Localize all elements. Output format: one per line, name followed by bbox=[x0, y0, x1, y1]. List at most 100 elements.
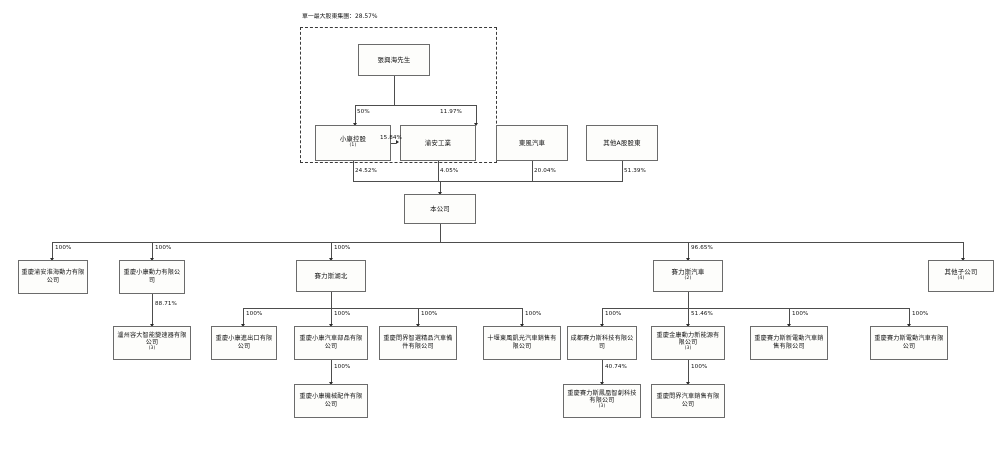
node-seres-hubei: 賽力斯湖北 bbox=[296, 260, 366, 292]
arrow-bus-to-company bbox=[437, 192, 442, 195]
pct-auto-to-cd-tech: 100% bbox=[605, 311, 622, 317]
node-other-subsidiaries-label: 其他子公司(4) bbox=[944, 268, 978, 281]
pct-auto-to-jinkang: 51.46% bbox=[691, 311, 713, 317]
connector-auto-to-jinkang bbox=[688, 308, 689, 324]
node-yuan-industry-label: 渝安工業 bbox=[424, 139, 452, 147]
node-cq-xiaokang-power: 重慶小康動力有限公司 bbox=[119, 260, 185, 294]
node-company-label: 本公司 bbox=[430, 205, 450, 213]
pct-founder-to-yuan: 11.97% bbox=[440, 109, 462, 115]
connector-hubei-to-shiyan bbox=[522, 308, 523, 324]
node-xiaokang-holding-label: 小康控股(1) bbox=[339, 135, 367, 148]
node-seres-auto-label: 賽力斯汽車(2) bbox=[671, 268, 705, 281]
arrow-company-to-yuanhuai bbox=[49, 258, 54, 261]
pct-auto-to-new-ev-sales: 100% bbox=[792, 311, 809, 317]
node-xiaokang-holding: 小康控股(1) bbox=[315, 125, 391, 161]
node-luzhou-rongda: 瀘州容大智能變速器有限公司(3) bbox=[113, 326, 191, 360]
arrow-hubei-to-shiyan bbox=[519, 324, 524, 327]
connector-founder-split bbox=[355, 105, 476, 106]
arrow-xiaokang-power-to-luzhou bbox=[149, 324, 154, 327]
pct-company-to-yuanhuai: 100% bbox=[55, 245, 72, 251]
pct-jinkang-to-wenjie-sales: 100% bbox=[691, 364, 708, 370]
pct-hubei-to-import-export: 100% bbox=[246, 311, 263, 317]
pct-other-a-to-company: 51.39% bbox=[624, 168, 646, 174]
node-other-a-shareholders: 其他A股股東 bbox=[586, 125, 658, 161]
node-dongfeng-label: 東風汽車 bbox=[518, 139, 546, 147]
pct-hubei-to-shiyan: 100% bbox=[525, 311, 542, 317]
node-cq-yuanhuai-power-label: 重慶渝安淮海動力有限公司 bbox=[21, 269, 85, 284]
shareholder-group-boundary bbox=[300, 27, 497, 163]
connector-jinkang-to-wenjie-sales bbox=[688, 360, 689, 382]
node-cq-seres-fenghuang: 重慶賽力斯鳳凰智創科技有限公司(3) bbox=[563, 384, 641, 418]
arrow-cd-tech-to-fenghuang bbox=[599, 382, 604, 385]
arrow-hubei-to-wenjie-zhixuan bbox=[415, 324, 420, 327]
node-cq-wenjie-auto-sales-label: 重慶問界汽車銷售有限公司 bbox=[656, 393, 720, 408]
node-cq-seres-fenghuang-label: 重慶賽力斯鳳凰智創科技有限公司(3) bbox=[567, 389, 637, 409]
connector-cd-tech-to-fenghuang bbox=[602, 360, 603, 382]
node-cq-xiaokang-auto-parts: 重慶小康汽車部品有限公司 bbox=[294, 326, 368, 360]
node-cq-xiaokang-machinery-label: 重慶小康機械配件有限公司 bbox=[299, 393, 363, 408]
connector-hubei-to-import-export bbox=[243, 308, 244, 324]
connector-company-to-xiaokang-power bbox=[152, 242, 153, 258]
pct-auto-to-cq-seres-ev: 100% bbox=[912, 311, 929, 317]
node-cq-jinkang-power-new-energy-label: 重慶金康動力新能源有限公司(3) bbox=[656, 331, 720, 351]
node-founder: 張興海先生 bbox=[358, 44, 430, 76]
node-cq-jinkang-power-new-energy: 重慶金康動力新能源有限公司(3) bbox=[651, 326, 725, 360]
pct-dongfeng-to-company: 20.04% bbox=[534, 168, 556, 174]
node-cq-xiaokang-machinery: 重慶小康機械配件有限公司 bbox=[294, 384, 368, 418]
node-cq-wenjie-zhixuan: 重慶問界智選精品汽車備件有限公司 bbox=[379, 326, 457, 360]
connector-founder-stem bbox=[394, 76, 395, 105]
connector-xiaokang-power-to-luzhou bbox=[152, 294, 153, 324]
connector-seres-hubei-bar bbox=[243, 308, 522, 309]
node-yuan-industry: 渝安工業 bbox=[400, 125, 476, 161]
connector-founder-to-xiaokang bbox=[355, 105, 356, 123]
node-cq-xiaokang-import-export-label: 重慶小康進出口有限公司 bbox=[215, 335, 273, 350]
node-company: 本公司 bbox=[404, 194, 476, 224]
node-other-a-shareholders-label: 其他A股股東 bbox=[603, 139, 641, 147]
arrow-company-to-xiaokang-power bbox=[149, 258, 154, 261]
arrow-company-to-seres-auto bbox=[685, 258, 690, 261]
connector-auto-to-cq-seres-ev bbox=[909, 308, 910, 324]
connector-xiaokang-to-company bbox=[353, 161, 354, 181]
connector-auto-to-cd-tech bbox=[602, 308, 603, 324]
pct-company-to-seres-auto: 96.65% bbox=[691, 245, 713, 251]
node-cq-seres-ev: 重慶賽力斯電動汽車有限公司 bbox=[870, 326, 948, 360]
connector-seres-hubei-stem bbox=[331, 292, 332, 308]
connector-bus-to-company bbox=[440, 181, 441, 193]
node-founder-label: 張興海先生 bbox=[377, 56, 411, 64]
connector-company-stem bbox=[440, 224, 441, 242]
connector-hubei-to-wenjie-zhixuan bbox=[418, 308, 419, 324]
pct-hubei-to-wenjie-zhixuan: 100% bbox=[421, 311, 438, 317]
connector-company-to-seres-auto bbox=[688, 242, 689, 258]
node-seres-auto: 賽力斯汽車(2) bbox=[653, 260, 723, 292]
pct-founder-to-xiaokang: 50% bbox=[357, 109, 370, 115]
arrow-jinkang-to-wenjie-sales bbox=[685, 382, 690, 385]
node-dongfeng: 東風汽車 bbox=[496, 125, 568, 161]
shareholder-group-label: 單一最大股東集團：28.57% bbox=[302, 14, 378, 20]
node-cq-wenjie-auto-sales: 重慶問界汽車銷售有限公司 bbox=[651, 384, 725, 418]
pct-company-to-seres-hubei: 100% bbox=[334, 245, 351, 251]
arrow-founder-to-yuan bbox=[473, 123, 478, 126]
node-seres-hubei-label: 賽力斯湖北 bbox=[314, 272, 348, 280]
node-cq-yuanhuai-power: 重慶渝安淮海動力有限公司 bbox=[18, 260, 88, 294]
arrow-auto-to-jinkang bbox=[685, 324, 690, 327]
pct-auto-parts-to-machinery: 100% bbox=[334, 364, 351, 370]
connector-auto-parts-to-machinery bbox=[331, 360, 332, 382]
pct-yuan-to-company: 4.05% bbox=[440, 168, 459, 174]
node-shiyan-dongfeng: 十堰東風凱光汽車銷售有限公司 bbox=[483, 326, 561, 360]
pct-xiaokang-power-to-luzhou: 88.71% bbox=[155, 301, 177, 307]
connector-auto-to-new-ev-sales bbox=[789, 308, 790, 324]
node-cq-seres-ev-label: 重慶賽力斯電動汽車有限公司 bbox=[874, 335, 944, 350]
node-cq-seres-new-ev-sales: 重慶賽力斯新電動汽車銷售有限公司 bbox=[750, 326, 828, 360]
connector-company-to-yuanhuai bbox=[52, 242, 53, 258]
arrow-auto-to-cq-seres-ev bbox=[906, 324, 911, 327]
arrow-auto-parts-to-machinery bbox=[328, 382, 333, 385]
pct-xiaokang-to-company: 24.52% bbox=[355, 168, 377, 174]
arrow-hubei-to-import-export bbox=[240, 324, 245, 327]
connector-seres-auto-stem bbox=[688, 292, 689, 308]
arrow-company-to-seres-hubei bbox=[328, 258, 333, 261]
connector-yuan-to-company bbox=[438, 161, 439, 181]
node-luzhou-rongda-label: 瀘州容大智能變速器有限公司(3) bbox=[117, 331, 187, 351]
node-cq-seres-new-ev-sales-label: 重慶賽力斯新電動汽車銷售有限公司 bbox=[754, 335, 824, 350]
connector-dongfeng-to-company bbox=[532, 161, 533, 181]
pct-hubei-to-auto-parts: 100% bbox=[334, 311, 351, 317]
